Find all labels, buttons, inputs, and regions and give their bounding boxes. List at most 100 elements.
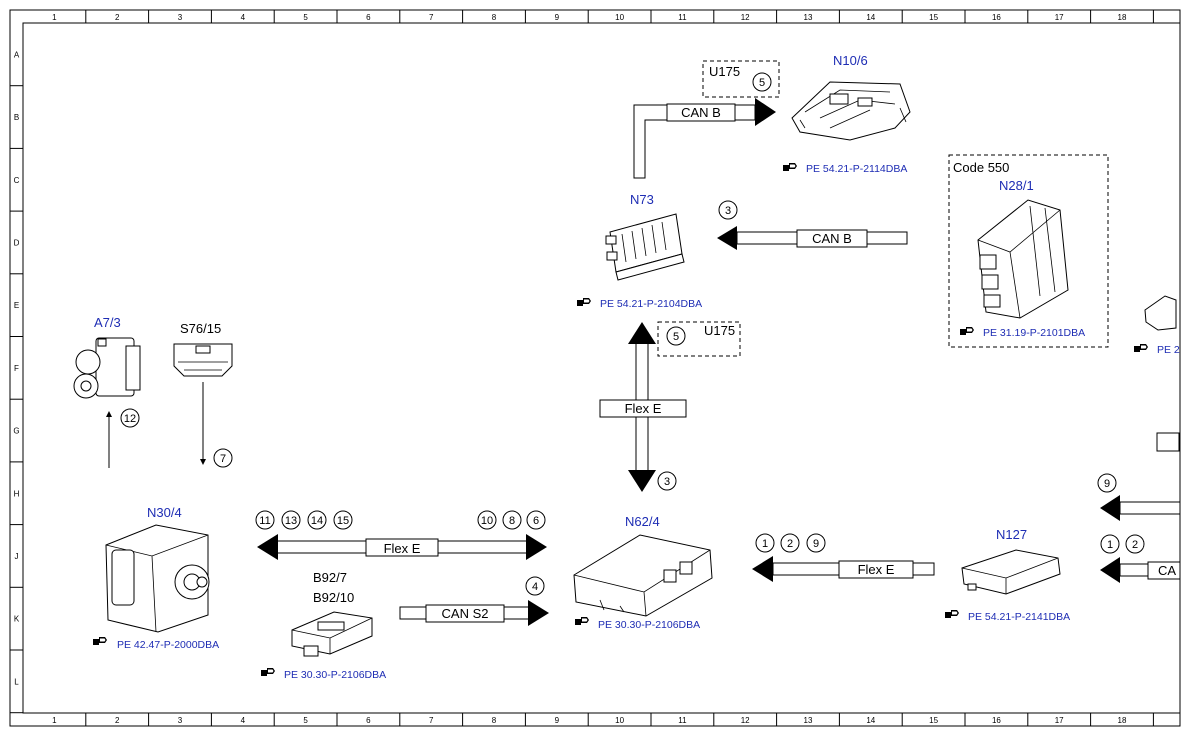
code-550-box	[948, 154, 1109, 348]
svg-text:3: 3	[725, 205, 731, 217]
u175-mid-option: 5 U175	[657, 321, 741, 357]
n30-4-module-icon	[105, 524, 210, 633]
grid-column-label: 7	[429, 716, 434, 725]
can-b-top-connection: CAN B	[633, 98, 776, 179]
grid-column-label: 6	[366, 716, 371, 725]
svg-text:U175: U175	[709, 64, 740, 79]
svg-text:PE 30.30-P-2106DBA: PE 30.30-P-2106DBA	[284, 669, 386, 681]
svg-text:Flex E: Flex E	[858, 562, 895, 577]
n10-6-ref[interactable]: PE 54.21-P-2114DBA	[783, 163, 907, 175]
can-s2-connection: CAN S2 4	[399, 576, 549, 626]
svg-text:PE 54.21-P-2141DBA: PE 54.21-P-2141DBA	[968, 611, 1070, 623]
b92-7-label: B92/7	[313, 570, 347, 585]
grid-column-label: 11	[678, 716, 687, 725]
grid-row-label: K	[14, 615, 20, 624]
grid-column-label: 7	[429, 13, 434, 22]
n73-ref[interactable]: PE 54.21-P-2104DBA	[577, 298, 702, 310]
flex-e-left-connection: Flex E 11 13 14 15 10 8 6	[255, 510, 547, 560]
grid-column-label: 12	[741, 716, 750, 725]
n127-module-icon	[961, 549, 1061, 595]
grid-column-label: 9	[555, 13, 560, 22]
grid-column-label: 10	[615, 716, 624, 725]
edge-component-partial: PE 2	[1134, 295, 1180, 452]
grid-row-label: D	[14, 238, 20, 247]
grid-row-label: G	[13, 427, 19, 436]
svg-text:5: 5	[673, 331, 679, 343]
grid-row-label: E	[14, 301, 19, 310]
svg-text:CAN S2: CAN S2	[442, 606, 489, 621]
n10-6-label: N10/6	[833, 53, 868, 68]
reference-hand-icon	[783, 163, 797, 171]
n127-ref[interactable]: PE 54.21-P-2141DBA	[945, 610, 1070, 623]
reference-hand-icon	[577, 298, 591, 306]
grid-column-label: 1	[52, 13, 57, 22]
svg-text:U175: U175	[704, 323, 735, 338]
edge-arrow-9: 9	[1097, 473, 1181, 521]
grid-column-label: 18	[1118, 13, 1127, 22]
b92-component[interactable]: B92/7 B92/10 PE 30.30-P-2106DBA	[261, 570, 386, 681]
a7-3-component[interactable]: A7/3 12	[73, 315, 141, 468]
reference-hand-icon	[945, 610, 959, 618]
u175-top-option: U175 5	[702, 60, 780, 98]
n127-label: N127	[996, 527, 1027, 542]
grid-row-label: A	[14, 50, 20, 59]
grid-row-label: L	[14, 677, 19, 686]
s76-15-component[interactable]: S76/15 7	[173, 321, 233, 468]
n62-4-ref[interactable]: PE 30.30-P-2106DBA	[575, 617, 700, 631]
n30-4-component[interactable]: N30/4 PE 42.47-P-2000DBA	[93, 505, 219, 651]
grid-column-label: 12	[741, 13, 750, 22]
b92-sensor-icon	[291, 611, 373, 657]
n28-1-component[interactable]: Code 550 N28/1 PE 31.19-P-2101DBA	[948, 154, 1109, 348]
reference-hand-icon	[1134, 344, 1148, 352]
svg-text:1: 1	[762, 538, 768, 550]
grid-column-label: 4	[241, 13, 246, 22]
n62-4-label: N62/4	[625, 514, 660, 529]
svg-text:15: 15	[337, 515, 349, 527]
svg-text:4: 4	[532, 581, 538, 593]
grid-row-label: H	[14, 489, 20, 498]
grid-column-label: 17	[1055, 716, 1064, 725]
n127-component[interactable]: N127 PE 54.21-P-2141DBA	[945, 527, 1070, 623]
b92-ref[interactable]: PE 30.30-P-2106DBA	[261, 668, 386, 681]
grid-column-label: 2	[115, 13, 120, 22]
grid-column-labels: 1122334455667788991010111112121313141415…	[52, 10, 1154, 726]
grid-row-label: B	[14, 113, 19, 122]
svg-text:11: 11	[259, 515, 270, 527]
n10-6-component[interactable]: N10/6 PE 54.21-P-2114DBA	[783, 53, 911, 175]
svg-text:2: 2	[1132, 539, 1138, 551]
a7-3-module-icon	[73, 337, 141, 399]
flex-e-vertical-connection: Flex E 3	[599, 322, 687, 492]
svg-text:6: 6	[533, 515, 539, 527]
svg-text:5: 5	[759, 77, 765, 89]
svg-text:CAN B: CAN B	[681, 105, 721, 120]
n30-4-ref[interactable]: PE 42.47-P-2000DBA	[93, 637, 219, 651]
grid-column-label: 18	[1118, 716, 1127, 725]
can-b-mid-connection: CAN B 3	[717, 200, 908, 250]
svg-text:1: 1	[1107, 539, 1113, 551]
b92-10-label: B92/10	[313, 590, 354, 605]
svg-text:8: 8	[509, 515, 515, 527]
svg-text:3: 3	[664, 476, 670, 488]
n73-component[interactable]: N73 PE 54.21-P-2104DBA	[577, 192, 702, 310]
grid-column-label: 13	[804, 716, 813, 725]
n73-module-icon	[605, 213, 685, 281]
edge-arrow-ca: CA 1 2	[1100, 534, 1181, 583]
grid-column-label: 14	[866, 716, 875, 725]
grid-column-label: 3	[178, 716, 183, 725]
svg-text:PE 54.21-P-2114DBA: PE 54.21-P-2114DBA	[806, 163, 907, 175]
grid-column-label: 15	[929, 716, 938, 725]
svg-text:PE 2: PE 2	[1157, 344, 1180, 356]
n62-4-component[interactable]: N62/4 PE 30.30-P-2106DBA	[573, 514, 713, 631]
grid-column-label: 16	[992, 13, 1001, 22]
grid-row-label: J	[15, 552, 19, 561]
reference-hand-icon	[575, 617, 589, 625]
svg-text:7: 7	[220, 453, 226, 465]
n28-1-ref[interactable]: PE 31.19-P-2101DBA	[960, 327, 1085, 339]
grid-column-label: 5	[303, 716, 308, 725]
n62-4-module-icon	[573, 534, 713, 617]
n28-1-module-icon	[977, 199, 1069, 319]
grid-column-label: 5	[303, 13, 308, 22]
svg-text:Code 550: Code 550	[953, 160, 1009, 175]
grid-column-label: 8	[492, 716, 497, 725]
